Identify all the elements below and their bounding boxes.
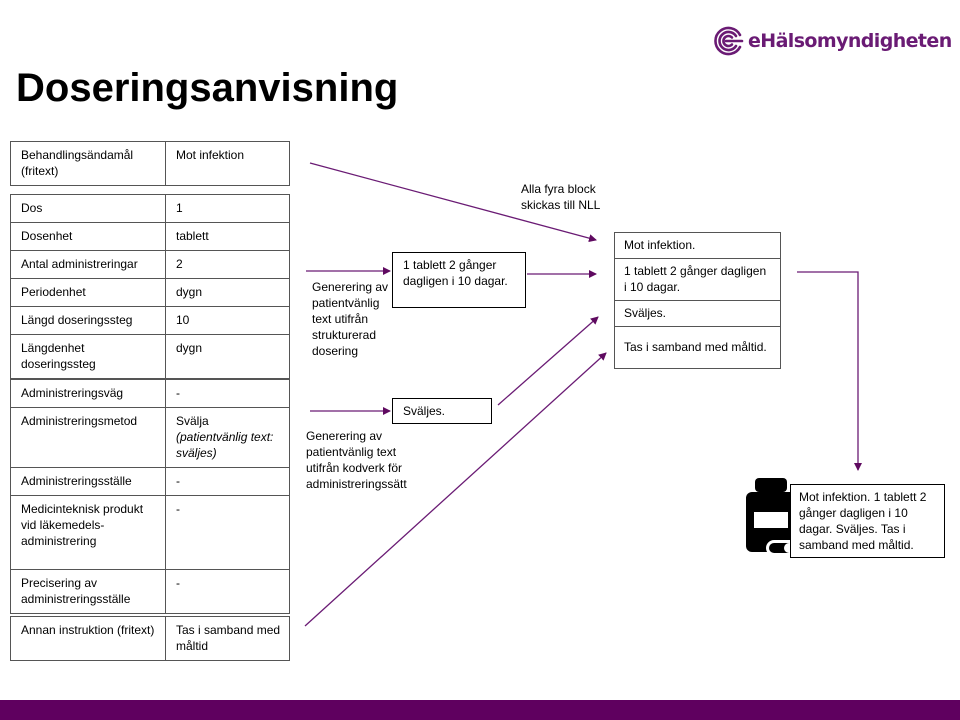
field-label: Annan instruktion (fritext) [10, 616, 166, 661]
other-instruction-table: Annan instruktion (fritext) Tas i samban… [10, 616, 290, 661]
field-value: Tas i samband med måltid [165, 616, 290, 661]
field-label: Behandlingsändamål (fritext) [10, 141, 166, 186]
nll-block: 1 tablett 2 gånger dagligen i 10 dagar. [614, 258, 781, 301]
administration-table: Administreringsväg- Administreringsmetod… [10, 379, 290, 614]
nll-block-text: 1 tablett 2 gånger dagligen i 10 dagar. [614, 258, 781, 301]
brand-logo: eHälsomyndigheten [712, 24, 952, 58]
generated-dosage-box: 1 tablett 2 gånger dagligen i 10 dagar. [392, 252, 526, 308]
footer-bar [0, 700, 960, 720]
table-row: Annan instruktion (fritext) Tas i samban… [10, 616, 290, 661]
field-label: Periodenhet [10, 278, 166, 307]
nll-blocks: Mot infektion. 1 tablett 2 gånger daglig… [614, 232, 781, 369]
field-label: Administreringsställe [10, 467, 166, 496]
ehm-logo-icon [714, 26, 744, 56]
nll-block: Mot infektion. [614, 232, 781, 259]
field-value: tablett [165, 222, 290, 251]
table-row: Medicinteknisk produkt vid läkemedels-ad… [10, 495, 290, 570]
generated-admin-box: Sväljes. [392, 398, 492, 424]
value-note: (patientvänlig text: sväljes) [176, 430, 274, 460]
field-label: Längdenhet doseringssteg [10, 334, 166, 379]
field-label: Dosenhet [10, 222, 166, 251]
field-value: 2 [165, 250, 290, 279]
field-label: Administreringsväg [10, 379, 166, 408]
field-value: 1 [165, 194, 290, 223]
field-value: - [165, 495, 290, 570]
arrow-purpose-to-nll [309, 162, 597, 243]
nll-block-text: Mot infektion. [614, 232, 781, 259]
field-value: - [165, 569, 290, 614]
purpose-table: Behandlingsändamål (fritext) Mot infekti… [10, 141, 290, 186]
result-text-box: Mot infektion. 1 tablett 2 gånger daglig… [790, 484, 945, 558]
field-value: Mot infektion [165, 141, 290, 186]
nll-note: Alla fyra block skickas till NLL [521, 182, 601, 212]
dosage-generation-note: Generering av patientvänlig text utifrån… [312, 280, 389, 358]
table-row: Precisering av administreringsställe- [10, 569, 290, 614]
arrow-other-to-nll [304, 352, 607, 627]
admin-generation-note: Generering av patientvänlig text utifrån… [306, 429, 407, 491]
value-text: Svälja [176, 414, 209, 428]
table-row: Administreringsställe- [10, 467, 290, 496]
field-label: Längd doseringssteg [10, 306, 166, 335]
table-row: Behandlingsändamål (fritext) Mot infekti… [10, 141, 290, 186]
field-label: Administreringsmetod [10, 407, 166, 468]
nll-block-text: Tas i samband med måltid. [614, 326, 781, 369]
arrow-generated-admin-to-nll [497, 316, 599, 406]
table-row: Administreringsmetod Svälja (patientvänlig… [10, 407, 290, 468]
brand-name: eHälsomyndigheten [748, 30, 952, 52]
nll-block: Sväljes. [614, 300, 781, 327]
field-value: Svälja (patientvänlig text: sväljes) [165, 407, 290, 468]
arrow-nll-to-result [797, 271, 862, 471]
field-value: dygn [165, 278, 290, 307]
field-label: Medicinteknisk produkt vid läkemedels-ad… [10, 495, 166, 570]
nll-block-text: Sväljes. [614, 300, 781, 327]
page-title: Doseringsanvisning [16, 66, 399, 110]
table-row: Administreringsväg- [10, 379, 290, 408]
nll-block: Tas i samband med måltid. [614, 326, 781, 369]
field-label: Precisering av administreringsställe [10, 569, 166, 614]
field-value: dygn [165, 334, 290, 379]
field-value: - [165, 467, 290, 496]
